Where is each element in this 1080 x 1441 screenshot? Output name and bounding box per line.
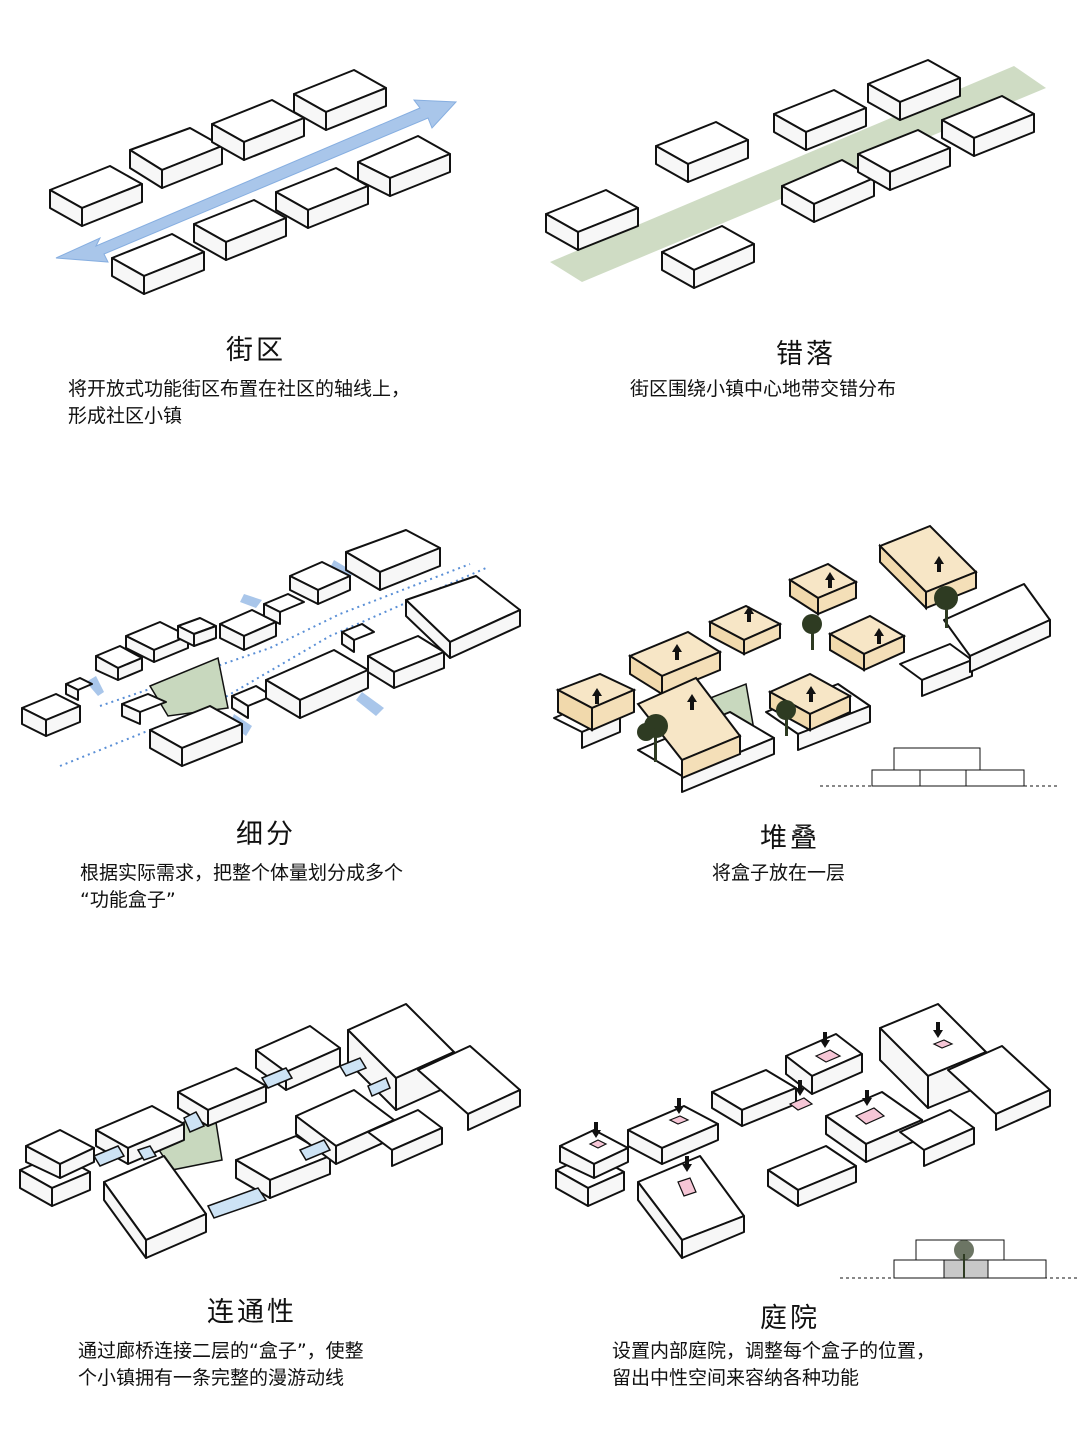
panel-title: 连通性 bbox=[207, 1297, 297, 1328]
green-courtyard bbox=[148, 656, 229, 717]
up-arrow-icon bbox=[592, 556, 944, 710]
diagram-street-axis bbox=[49, 69, 458, 295]
panel-connect: 连通性 通过廊桥连接二层的“盒子”，使整 个小镇拥有一条完整的漫游动线 bbox=[0, 960, 540, 1440]
section-sketch bbox=[820, 747, 1060, 787]
tree-icon bbox=[637, 586, 958, 762]
panel-description: 将盒子放在一层 bbox=[712, 862, 846, 884]
flow-arrow bbox=[86, 676, 104, 696]
block-group bbox=[555, 1003, 1051, 1259]
panel-title: 堆叠 bbox=[760, 823, 820, 854]
panel-description: 根据实际需求，把整个体量划分成多个 “功能盒子” bbox=[80, 862, 404, 911]
panel-description: 通过廊桥连接二层的“盒子”，使整 个小镇拥有一条完整的漫游动线 bbox=[78, 1340, 364, 1389]
block-group bbox=[545, 59, 1035, 289]
panel-stagger: 错落 街区围绕小镇中心地带交错分布 bbox=[540, 0, 1080, 480]
panel-courtyard: 庭院 设置内部庭院，调整每个盒子的位置， 留出中性空间来容纳各种功能 bbox=[540, 960, 1080, 1440]
panel-title: 错落 bbox=[776, 339, 836, 370]
block-group bbox=[19, 1003, 521, 1259]
panel-title: 庭院 bbox=[760, 1303, 820, 1334]
diagram-stagger bbox=[545, 59, 1046, 289]
flow-arrow bbox=[356, 692, 384, 716]
skybridge-group bbox=[92, 1057, 391, 1219]
tree-icon bbox=[954, 1240, 974, 1260]
panel-description: 设置内部庭院，调整每个盒子的位置， 留出中性空间来容纳各种功能 bbox=[612, 1340, 936, 1389]
diagram-subdivide bbox=[21, 529, 521, 767]
section-sketch bbox=[840, 1239, 1080, 1279]
diagram-connect bbox=[19, 1003, 521, 1259]
diagram-stack bbox=[553, 524, 1060, 793]
panel-title: 街区 bbox=[226, 335, 286, 366]
green-center-zone bbox=[550, 66, 1046, 282]
panel-title: 细分 bbox=[236, 819, 296, 850]
down-arrow-icon bbox=[591, 1022, 943, 1172]
panel-subdivide: 细分 根据实际需求，把整个体量划分成多个 “功能盒子” bbox=[0, 480, 540, 960]
panel-street: 街区 将开放式功能街区布置在社区的轴线上， 形成社区小镇 bbox=[0, 0, 540, 480]
panel-description: 街区围绕小镇中心地带交错分布 bbox=[630, 378, 897, 400]
block-group bbox=[49, 69, 451, 295]
axis-arrow bbox=[55, 99, 458, 263]
panel-description: 将开放式功能街区布置在社区的轴线上， 形成社区小镇 bbox=[68, 378, 411, 427]
diagram-courtyard bbox=[555, 1003, 1080, 1279]
courtyard-opening-group bbox=[588, 1039, 954, 1197]
block-group bbox=[21, 529, 521, 767]
panel-stack: 堆叠 将盒子放在一层 bbox=[540, 480, 1080, 960]
flow-arrow bbox=[240, 594, 262, 608]
